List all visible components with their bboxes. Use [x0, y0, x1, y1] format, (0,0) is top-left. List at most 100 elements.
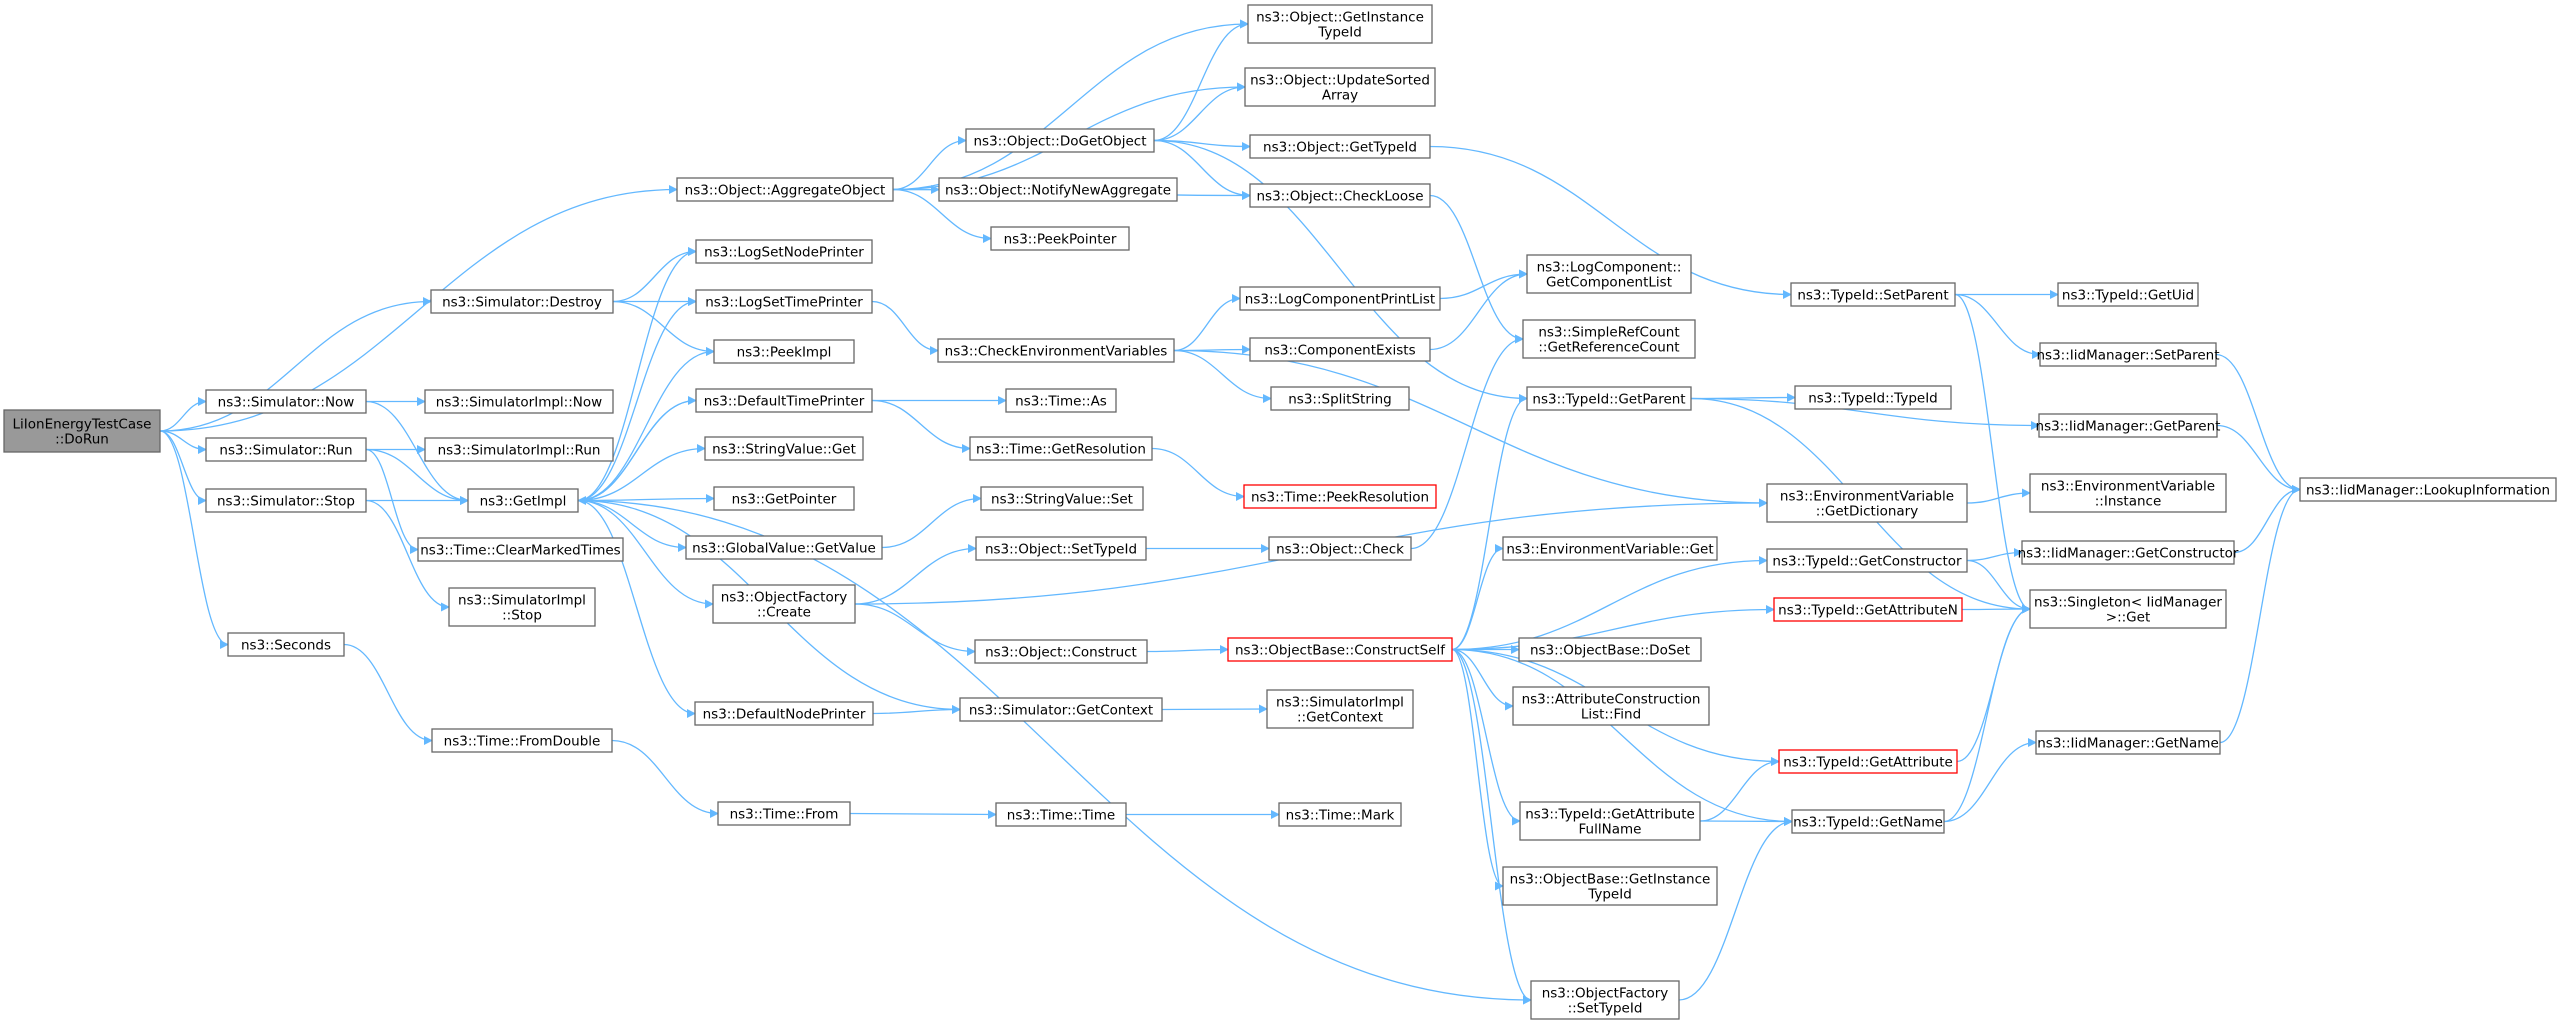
node-singleton[interactable]: ns3::Singleton< IidManager>::Get: [2029, 589, 2227, 629]
node-deftime[interactable]: ns3::DefaultTimePrinter: [695, 388, 873, 413]
node-aggregate[interactable]: ns3::Object::AggregateObject: [676, 177, 894, 202]
node-notifynew[interactable]: ns3::Object::NotifyNewAggregate: [938, 177, 1178, 202]
node-lognode[interactable]: ns3::LogSetNodePrinter: [695, 239, 873, 264]
node-getattribute[interactable]: ns3::TypeId::GetAttribute: [1778, 749, 1958, 774]
node-label: ns3::ComponentExists: [1264, 343, 1415, 359]
node-construct[interactable]: ns3::Object::Construct: [974, 639, 1148, 664]
call-edge: [1146, 644, 1229, 655]
node-getpointer[interactable]: ns3::GetPointer: [713, 486, 855, 511]
node-typeid-typeid[interactable]: ns3::TypeId::TypeId: [1794, 385, 1952, 410]
node-label: ::GetReferenceCount: [1538, 340, 1679, 356]
call-edge: [2233, 484, 2301, 554]
node-iid-getparent[interactable]: ns3::IidManager::GetParent: [2036, 413, 2221, 438]
node-checkenv[interactable]: ns3::CheckEnvironmentVariables: [937, 338, 1175, 363]
node-iid-getconstructor[interactable]: ns3::IidManager::GetConstructor: [2018, 540, 2239, 565]
node-label: ns3::Object::UpdateSorted: [1250, 73, 1430, 89]
call-edge: [159, 396, 207, 432]
node-sim-stop[interactable]: ns3::Simulator::Stop: [205, 488, 367, 513]
call-edge: [343, 643, 433, 746]
node-label: ns3::StringValue::Set: [991, 492, 1133, 508]
node-time-time[interactable]: ns3::Time::Time: [995, 802, 1127, 827]
node-root[interactable]: LiIonEnergyTestCase::DoRun: [3, 409, 161, 453]
node-defnode[interactable]: ns3::DefaultNodePrinter: [694, 701, 874, 726]
node-objcheck[interactable]: ns3::Object::Check: [1268, 536, 1412, 561]
node-splitstring[interactable]: ns3::SplitString: [1270, 386, 1410, 411]
node-label: ::SetTypeId: [1568, 1001, 1643, 1017]
node-iid-lookup[interactable]: ns3::IidManager::LookupInformation: [2299, 477, 2557, 502]
node-sim-run[interactable]: ns3::Simulator::Run: [205, 437, 367, 462]
call-edge: [612, 300, 715, 357]
node-checkloose[interactable]: ns3::Object::CheckLoose: [1249, 183, 1431, 208]
node-seconds[interactable]: ns3::Seconds: [227, 632, 345, 657]
node-peekimpl[interactable]: ns3::PeekImpl: [713, 339, 855, 364]
node-label: ns3::Object::GetInstance: [1256, 10, 1424, 26]
node-label: ns3::Object::NotifyNewAggregate: [945, 183, 1171, 199]
node-iid-getname[interactable]: ns3::IidManager::GetName: [2035, 730, 2221, 755]
node-label: List::Find: [1581, 707, 1641, 723]
node-typeid-getuid[interactable]: ns3::TypeId::GetUid: [2057, 282, 2199, 307]
node-time-from[interactable]: ns3::Time::From: [717, 801, 851, 826]
node-compexists[interactable]: ns3::ComponentExists: [1249, 337, 1431, 362]
node-label: ns3::AttributeConstruction: [1522, 692, 1701, 708]
node-objfactory-create[interactable]: ns3::ObjectFactory::Create: [712, 584, 856, 624]
node-destroy[interactable]: ns3::Simulator::Destroy: [430, 289, 614, 314]
node-label: ns3::LogComponentPrintList: [1245, 292, 1435, 308]
node-doset[interactable]: ns3::ObjectBase::DoSet: [1518, 637, 1702, 662]
node-label: ns3::TypeId::GetName: [1793, 815, 1943, 831]
node-logtime[interactable]: ns3::LogSetTimePrinter: [695, 289, 873, 314]
node-getimpl[interactable]: ns3::GetImpl: [467, 488, 579, 513]
node-label: ns3::DefaultNodePrinter: [703, 707, 866, 723]
node-logcomp-getlist[interactable]: ns3::LogComponent::GetComponentList: [1526, 254, 1692, 294]
call-edge: [872, 704, 961, 715]
node-objfactory-settypeid[interactable]: ns3::ObjectFactory::SetTypeId: [1530, 980, 1680, 1020]
node-peekpointer[interactable]: ns3::PeekPointer: [990, 226, 1130, 251]
node-simimpl-run[interactable]: ns3::SimulatorImpl::Run: [424, 437, 614, 462]
node-setypeid-obj[interactable]: ns3::Object::SetTypeId: [975, 536, 1147, 561]
call-edge: [1678, 816, 1793, 1001]
node-simimpl-now[interactable]: ns3::SimulatorImpl::Now: [424, 389, 614, 414]
node-peekres[interactable]: ns3::Time::PeekResolution: [1243, 484, 1437, 509]
node-clearmarked[interactable]: ns3::Time::ClearMarkedTimes: [417, 537, 624, 562]
node-iid-setparent[interactable]: ns3::IidManager::SetParent: [2037, 342, 2220, 367]
node-time-as[interactable]: ns3::Time::As: [1005, 388, 1117, 413]
node-typeid-setparent[interactable]: ns3::TypeId::SetParent: [1790, 282, 1956, 307]
node-envget[interactable]: ns3::EnvironmentVariable::Get: [1502, 536, 1718, 561]
node-getresolution[interactable]: ns3::Time::GetResolution: [969, 436, 1153, 461]
node-label: ns3::Time::PeekResolution: [1251, 490, 1429, 506]
call-edge: [1153, 139, 1251, 201]
node-sim-now[interactable]: ns3::Simulator::Now: [205, 389, 367, 414]
node-label: ns3::Time::Time: [1007, 808, 1115, 824]
node-label: ns3::DefaultTimePrinter: [704, 394, 865, 410]
node-getattributen[interactable]: ns3::TypeId::GetAttributeN: [1773, 597, 1963, 622]
node-globalget[interactable]: ns3::GlobalValue::GetValue: [685, 535, 883, 560]
node-label: ns3::TypeId::GetAttribute: [1525, 807, 1695, 823]
node-typeid-getparent[interactable]: ns3::TypeId::GetParent: [1526, 386, 1692, 411]
node-typeid-getname[interactable]: ns3::TypeId::GetName: [1791, 809, 1945, 834]
node-constructself[interactable]: ns3::ObjectBase::ConstructSelf: [1227, 637, 1453, 662]
node-typeid-getconstructor[interactable]: ns3::TypeId::GetConstructor: [1766, 548, 1968, 573]
node-simimpl-stop[interactable]: ns3::SimulatorImpl::Stop: [448, 587, 596, 627]
node-dogetobject[interactable]: ns3::Object::DoGetObject: [965, 128, 1155, 153]
node-fromdouble[interactable]: ns3::Time::FromDouble: [431, 728, 613, 753]
node-logprintlist[interactable]: ns3::LogComponentPrintList: [1239, 286, 1441, 311]
node-label: ns3::Object::Construct: [985, 645, 1137, 661]
node-label: ns3::TypeId::GetConstructor: [1772, 554, 1962, 570]
node-simimpl-getctx[interactable]: ns3::SimulatorImpl::GetContext: [1266, 689, 1414, 729]
node-label: ns3::LogComponent::: [1537, 260, 1682, 276]
node-time-mark[interactable]: ns3::Time::Mark: [1278, 802, 1402, 827]
node-label: GetComponentList: [1546, 275, 1672, 291]
call-edge: [577, 296, 697, 502]
call-edge: [1439, 269, 1528, 300]
node-envgetdict[interactable]: ns3::EnvironmentVariable::GetDictionary: [1766, 483, 1968, 523]
node-gettypeid-obj[interactable]: ns3::Object::GetTypeId: [1249, 134, 1431, 159]
node-envinstance[interactable]: ns3::EnvironmentVariable::Instance: [2029, 473, 2227, 513]
node-strset[interactable]: ns3::StringValue::Set: [980, 486, 1144, 511]
node-simgetcontext[interactable]: ns3::Simulator::GetContext: [959, 697, 1163, 722]
node-refcount[interactable]: ns3::SimpleRefCount::GetReferenceCount: [1522, 319, 1696, 359]
node-strget[interactable]: ns3::StringValue::Get: [704, 436, 864, 461]
